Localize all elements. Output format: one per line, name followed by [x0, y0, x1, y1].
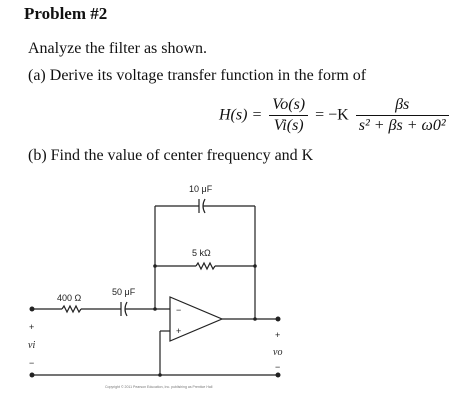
- filter-circuit-diagram: 10 μF 5 kΩ 400 Ω 50 μF − + + vi − + vo −…: [28, 184, 282, 389]
- junction-output: [253, 317, 257, 321]
- opamp-symbol: [169, 296, 224, 342]
- input-terminal-bottom: [29, 372, 35, 378]
- vin-label: vi: [28, 340, 35, 351]
- fraction-beta-denominator: s² + βs + ω0²: [358, 117, 446, 134]
- resistor-400-symbol: [61, 304, 82, 314]
- vout-label: vo: [273, 347, 282, 358]
- part-b-text: (b) Find the value of center frequency a…: [28, 147, 314, 164]
- equation-equals-k: = −K: [315, 106, 349, 124]
- fraction-vo-numerator: Vo(s): [269, 96, 309, 116]
- vin-plus-sign: +: [29, 322, 34, 332]
- fraction-beta-numerator: βs: [355, 96, 449, 116]
- output-terminal-top: [275, 316, 281, 322]
- intro-text: Analyze the filter as shown.: [28, 40, 208, 57]
- problem-title: Problem #2: [24, 4, 108, 23]
- vin-minus-sign: −: [29, 358, 34, 368]
- resistor-5k-symbol: [195, 261, 216, 271]
- junction-ground: [158, 373, 162, 377]
- junction-inverting-node: [153, 307, 157, 311]
- c-input-label: 50 μF: [112, 287, 136, 297]
- equation-lhs: H(s) =: [219, 106, 263, 124]
- fraction-vi-denominator: Vi(s): [273, 117, 304, 134]
- copyright-notice: Copyright © 2011 Pearson Education, Inc.…: [105, 385, 213, 389]
- r-feedback-label: 5 kΩ: [192, 248, 211, 258]
- opamp-minus-label: −: [176, 305, 181, 315]
- output-terminal-bottom: [275, 372, 281, 378]
- junction-feedback-left: [153, 264, 157, 268]
- vout-minus-sign: −: [275, 362, 280, 372]
- junction-feedback-right: [253, 264, 257, 268]
- r-input-label: 400 Ω: [57, 293, 82, 303]
- fraction-beta: βs s² + βs + ω0²: [355, 96, 449, 135]
- opamp-plus-label: +: [176, 326, 181, 336]
- fraction-vo-vi: Vo(s) Vi(s): [269, 96, 309, 135]
- vout-plus-sign: +: [275, 330, 280, 340]
- input-terminal-top: [29, 306, 35, 312]
- part-a-text: (a) Derive its voltage transfer function…: [28, 67, 367, 84]
- transfer-function-equation: H(s) = Vo(s) Vi(s) = −K βs s² + βs + ω0²: [219, 96, 452, 135]
- c-feedback-label: 10 μF: [189, 184, 213, 194]
